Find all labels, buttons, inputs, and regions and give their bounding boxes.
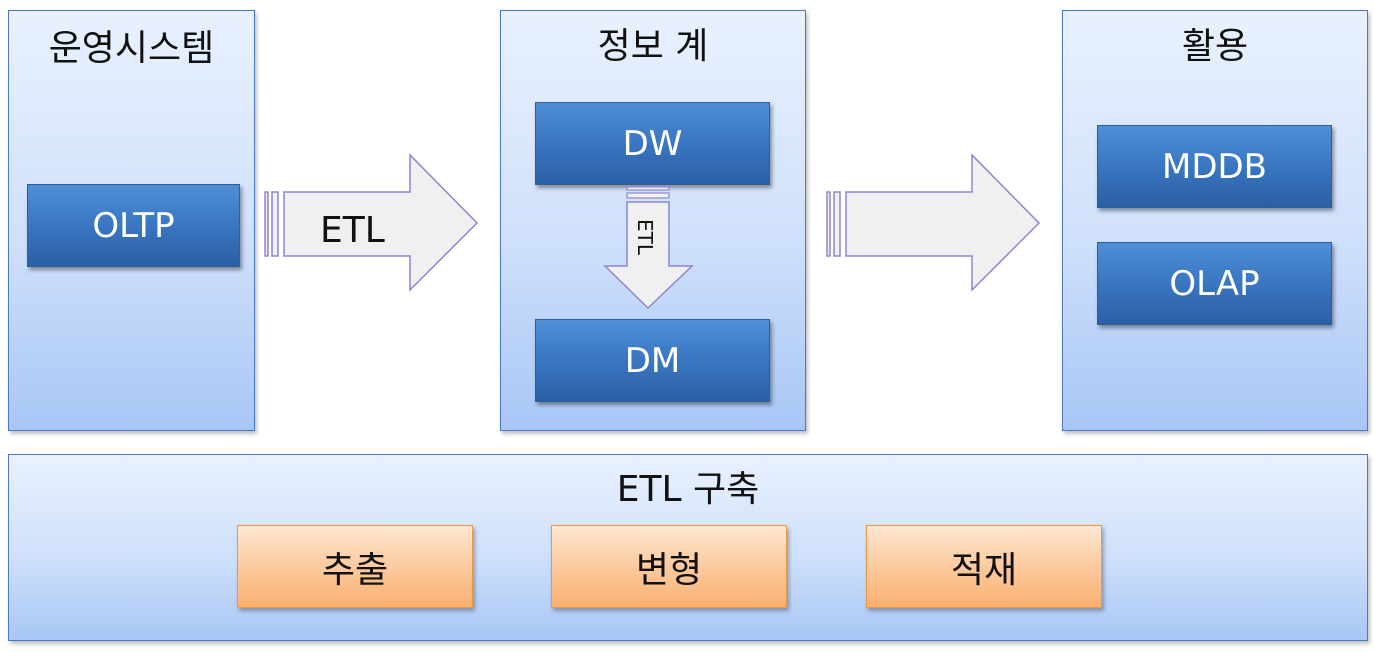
mddb-box: MDDB xyxy=(1097,125,1332,208)
dw-box: DW xyxy=(535,102,770,185)
usage-title: 활용 xyxy=(1181,26,1249,67)
load-step-box: 적재 xyxy=(866,525,1102,608)
extract-step-box: 추출 xyxy=(237,525,473,608)
oltp-box: OLTP xyxy=(27,184,240,267)
dw-to-dm-arrow-label: ETL xyxy=(633,219,657,255)
source-system-panel: 운영시스템 OLTP xyxy=(8,10,255,431)
etl-arrow-right xyxy=(264,153,479,292)
info-system-title: 정보 계 xyxy=(597,26,709,67)
source-system-title: 운영시스템 xyxy=(48,28,215,69)
usage-panel: 활용 MDDB OLAP xyxy=(1062,10,1368,431)
etl-build-panel: ETL 구축 추출 변형 적재 xyxy=(8,454,1368,641)
etl-build-title: ETL 구축 xyxy=(616,469,760,510)
dw-to-dm-arrow xyxy=(603,186,694,310)
olap-box: OLAP xyxy=(1097,242,1332,325)
transform-step-box: 변형 xyxy=(551,525,787,608)
info-to-usage-arrow xyxy=(826,153,1041,292)
etl-arrow-label: ETL xyxy=(320,210,385,251)
info-system-panel: 정보 계 DW DM xyxy=(500,10,806,431)
dm-box: DM xyxy=(535,319,770,402)
